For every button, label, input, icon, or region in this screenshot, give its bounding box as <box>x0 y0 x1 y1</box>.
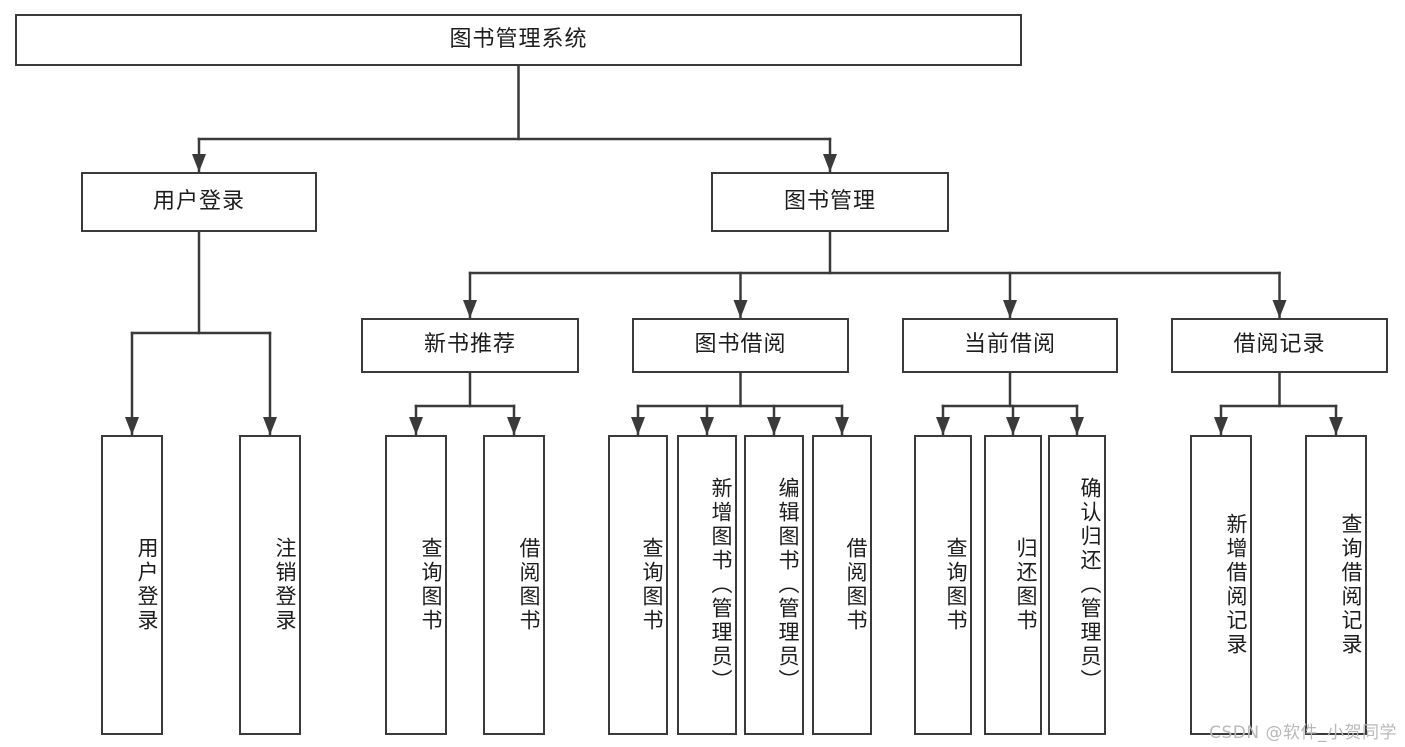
arrowhead-icon <box>507 417 521 435</box>
node-root[interactable]: 图书管理系统 <box>15 14 1022 66</box>
node-leaf-bo-edit[interactable]: 编辑图书（管理员） <box>744 435 804 735</box>
node-newbook[interactable]: 新书推荐 <box>361 318 579 373</box>
node-records[interactable]: 借阅记录 <box>1171 318 1388 373</box>
node-leaf-bo-add[interactable]: 新增图书（管理员） <box>677 435 737 735</box>
arrowhead-icon <box>700 417 714 435</box>
node-leaf-bo-query[interactable]: 查询图书 <box>608 435 668 735</box>
arrowhead-icon <box>823 154 837 172</box>
arrowhead-icon <box>1006 417 1020 435</box>
node-bookmgmt[interactable]: 图书管理 <box>711 172 949 232</box>
arrowhead-icon <box>733 300 748 318</box>
node-leaf-nb-query[interactable]: 查询图书 <box>385 435 447 735</box>
node-leaf-cu-query[interactable]: 查询图书 <box>914 435 972 735</box>
arrowhead-icon <box>1272 300 1287 318</box>
node-leaf-cu-confirm[interactable]: 确认归还（管理员） <box>1048 435 1106 735</box>
node-borrow[interactable]: 图书借阅 <box>632 318 849 373</box>
arrowhead-icon <box>463 300 477 318</box>
node-leaf-cu-return[interactable]: 归还图书 <box>984 435 1042 735</box>
node-login[interactable]: 用户登录 <box>81 172 317 232</box>
arrowhead-icon <box>125 417 139 435</box>
arrowhead-icon <box>1329 417 1343 435</box>
node-leaf-logout[interactable]: 注销登录 <box>239 435 301 735</box>
arrowhead-icon <box>1003 300 1017 318</box>
arrowhead-icon <box>409 417 423 435</box>
arrowhead-icon <box>835 417 849 435</box>
arrowhead-icon <box>767 417 781 435</box>
arrowhead-icon <box>263 417 277 435</box>
arrowhead-icon <box>1214 417 1228 435</box>
arrowhead-icon <box>631 417 645 435</box>
node-current[interactable]: 当前借阅 <box>902 318 1118 373</box>
watermark: CSDN @软件_小贺同学 <box>1209 723 1397 743</box>
node-leaf-bo-lend[interactable]: 借阅图书 <box>812 435 872 735</box>
arrowhead-icon <box>192 154 206 172</box>
arrowhead-icon <box>936 417 950 435</box>
node-leaf-re-add[interactable]: 新增借阅记录 <box>1190 435 1252 735</box>
node-leaf-nb-borrow[interactable]: 借阅图书 <box>483 435 545 735</box>
node-leaf-login[interactable]: 用户登录 <box>101 435 163 735</box>
arrowhead-icon <box>1070 417 1084 435</box>
node-leaf-re-query[interactable]: 查询借阅记录 <box>1305 435 1367 735</box>
